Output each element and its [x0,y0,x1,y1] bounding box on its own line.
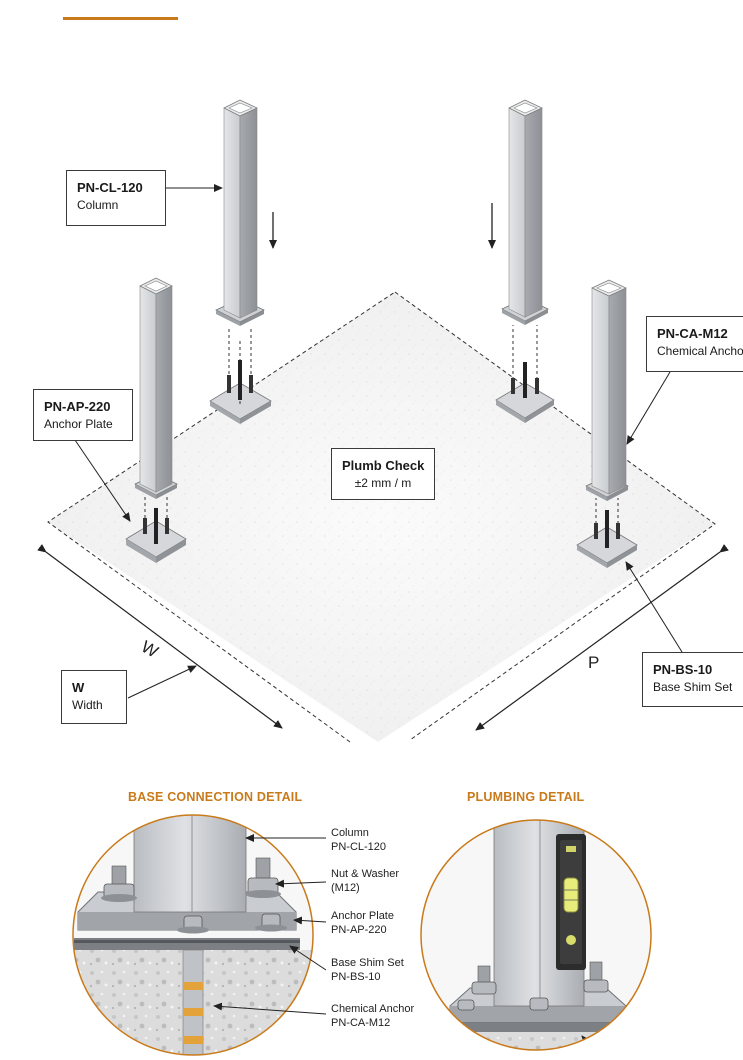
base-connection-detail-title: BASE CONNECTION DETAIL [128,790,303,804]
w-dimension-label: W [138,637,161,661]
callout-width-code: W [72,680,85,695]
column-assembly-back-left [209,99,272,424]
nut-washer-right [245,857,281,898]
accent-bar [63,17,178,20]
callout-base-shim-code: PN-BS-10 [653,662,713,677]
callout-anchor-plate-code: PN-AP-220 [44,399,111,414]
column-assembly-front-right [576,279,638,568]
callout-anchor-plate-desc: Anchor Plate [44,416,113,431]
callout-anchor-plate: PN-AP-220 Anchor Plate [33,389,133,441]
callout-chemical-anchor: PN-CA-M12 Chemical Anchor [646,316,743,372]
callout-column-code: PN-CL-120 [77,180,143,195]
depth-dimension-arrow [475,544,729,731]
plumb-check-value: ±2 mm / m [354,475,412,490]
plumb-check-title: Plumb Check [342,458,425,473]
callout-chemical-anchor-desc: Chemical Anchor [657,343,743,358]
spirit-level-icon [556,834,586,970]
detail-leader-shim [289,945,327,971]
callout-plumb-check: Plumb Check ±2 mm / m [331,448,435,500]
callout-base-shim-desc: Base Shim Set [653,679,733,694]
chemical-anchor-leader [626,371,671,445]
nut-washer-front-left [177,915,209,934]
width-leader [127,665,197,699]
plumbing-detail-title: PLUMBING DETAIL [467,790,585,804]
detail-leader-plate [293,916,327,925]
p-dimension-label: P [588,653,599,672]
base-shim-leader [625,561,683,653]
callout-base-shim: PN-BS-10 Base Shim Set [642,652,743,707]
nut-washer-front-right [255,913,287,932]
slab-outline-w [47,291,396,743]
width-dimension-arrow [37,544,283,729]
plumbing-detail-frame [420,819,652,1051]
nut-washer-left [101,865,137,902]
column-assembly-front-left [125,277,187,563]
detail-leader-anchor [213,1002,327,1015]
detail-leader-nut [275,879,327,888]
base-connection-detail-frame [72,814,314,1056]
anchor-plate-leader [74,439,131,522]
detail-label-nut-washer: Nut & Washer(M12) [331,868,400,895]
callout-column-desc: Column [77,197,119,212]
base-connection-detail-view [73,815,313,1055]
callout-column: PN-CL-120 Column [66,170,166,226]
callout-width: W Width [61,670,127,724]
plumbing-detail-view [421,820,651,1050]
callout-width-desc: Width [72,697,103,712]
callout-chemical-anchor-code: PN-CA-M12 [657,326,728,341]
column-assembly-back-right [495,99,555,423]
